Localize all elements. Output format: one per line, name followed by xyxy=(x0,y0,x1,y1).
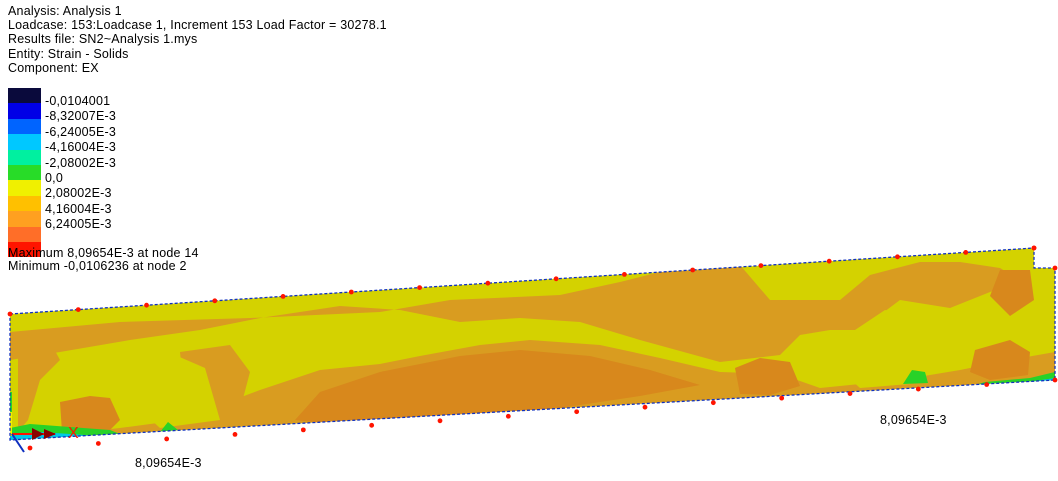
legend-tick: -4,16004E-3 xyxy=(45,140,116,155)
node-marker xyxy=(280,294,286,299)
node-marker xyxy=(212,298,218,304)
node-marker xyxy=(95,441,101,446)
node-marker xyxy=(642,404,648,410)
legend-swatch xyxy=(8,180,41,196)
node-marker xyxy=(710,400,716,406)
node-marker xyxy=(622,272,627,277)
node-markers xyxy=(7,245,1058,451)
node-marker xyxy=(505,413,511,419)
node-marker xyxy=(574,409,580,415)
node-marker xyxy=(144,302,149,308)
legend-swatch xyxy=(8,226,41,242)
legend-tick: -8,32007E-3 xyxy=(45,109,116,124)
contour-green-spot xyxy=(765,400,805,406)
node-marker xyxy=(437,418,443,424)
node-marker xyxy=(27,445,33,451)
extrema-info: Maximum 8,09654E-3 at node 14 Minimum -0… xyxy=(8,246,199,274)
analysis-name: Analysis: Analysis 1 xyxy=(8,4,122,18)
legend-tick: 0,0 xyxy=(45,170,63,185)
node-marker xyxy=(915,386,921,392)
legend-swatch xyxy=(8,149,41,165)
contour-orange-region xyxy=(10,262,1020,362)
result-info: Analysis: Analysis 1 Loadcase: 153:Loadc… xyxy=(8,4,387,75)
axis-y-yellow xyxy=(10,412,12,436)
contour-orange-region xyxy=(18,332,60,432)
node-marker xyxy=(348,289,354,295)
legend-swatch xyxy=(8,211,41,227)
axis-triad xyxy=(11,428,56,453)
node-marker xyxy=(690,267,696,273)
node-marker xyxy=(779,395,785,401)
legend-tick: -2,08002E-3 xyxy=(45,155,116,170)
node-marker xyxy=(847,391,853,396)
legend-swatch xyxy=(8,118,41,135)
legend-tick: 2,08002E-3 xyxy=(45,186,112,201)
node-marker xyxy=(300,427,306,433)
legend-swatch xyxy=(8,134,41,150)
node-marker xyxy=(164,436,170,442)
legend-swatch xyxy=(8,241,41,258)
legend-tick: -6,24005E-3 xyxy=(45,124,116,139)
loadcase-info: Loadcase: 153:Loadcase 1, Increment 153 … xyxy=(8,18,387,33)
maximum-value: Maximum 8,09654E-3 at node 14 xyxy=(8,246,199,260)
node-marker xyxy=(1052,377,1058,383)
contour-dark-region xyxy=(990,270,1034,316)
legend-swatch xyxy=(8,164,41,181)
legend-tick: 4,16004E-3 xyxy=(45,201,112,216)
node-marker xyxy=(232,432,238,437)
node-marker xyxy=(417,285,422,290)
contour-dark-region xyxy=(970,340,1030,380)
node-marker xyxy=(1052,265,1058,271)
legend-swatch xyxy=(8,88,41,104)
node-marker xyxy=(826,258,832,264)
contour-dark-region xyxy=(735,358,800,395)
node-marker xyxy=(758,263,764,268)
legend-tick: 6,24005E-3 xyxy=(45,217,112,232)
max-value-label-left: 8,09654E-3 xyxy=(135,456,202,470)
contour-base-region xyxy=(140,355,220,428)
node-marker xyxy=(895,254,900,260)
legend-swatch xyxy=(8,195,41,212)
contour-base-region xyxy=(840,310,935,388)
contour-dark-region xyxy=(60,396,120,432)
node-marker xyxy=(553,276,559,282)
component-info: Component: EX xyxy=(8,60,99,75)
max-value-label-right: 8,09654E-3 xyxy=(880,413,947,427)
node-marker xyxy=(963,250,969,255)
contour-legend: -0,0104001 -8,32007E-3 -6,24005E-3 -4,16… xyxy=(8,88,116,258)
node-marker xyxy=(1031,245,1037,251)
node-marker xyxy=(75,307,81,312)
node-marker xyxy=(984,382,990,387)
contour-dark-region xyxy=(295,350,700,424)
axis-x-label: X xyxy=(68,425,79,442)
node-marker xyxy=(369,422,375,428)
node-marker xyxy=(485,280,491,286)
node-marker xyxy=(7,311,13,317)
contour-green-spot xyxy=(160,422,178,432)
legend-swatch xyxy=(8,103,41,119)
entity-info: Entity: Strain - Solids xyxy=(8,46,129,61)
legend-tick: -0,0104001 xyxy=(45,94,111,108)
minimum-value: Minimum -0,0106236 at node 2 xyxy=(8,259,187,274)
results-file: Results file: SN2~Analysis 1.mys xyxy=(8,32,198,47)
contour-green-spot xyxy=(903,370,928,384)
